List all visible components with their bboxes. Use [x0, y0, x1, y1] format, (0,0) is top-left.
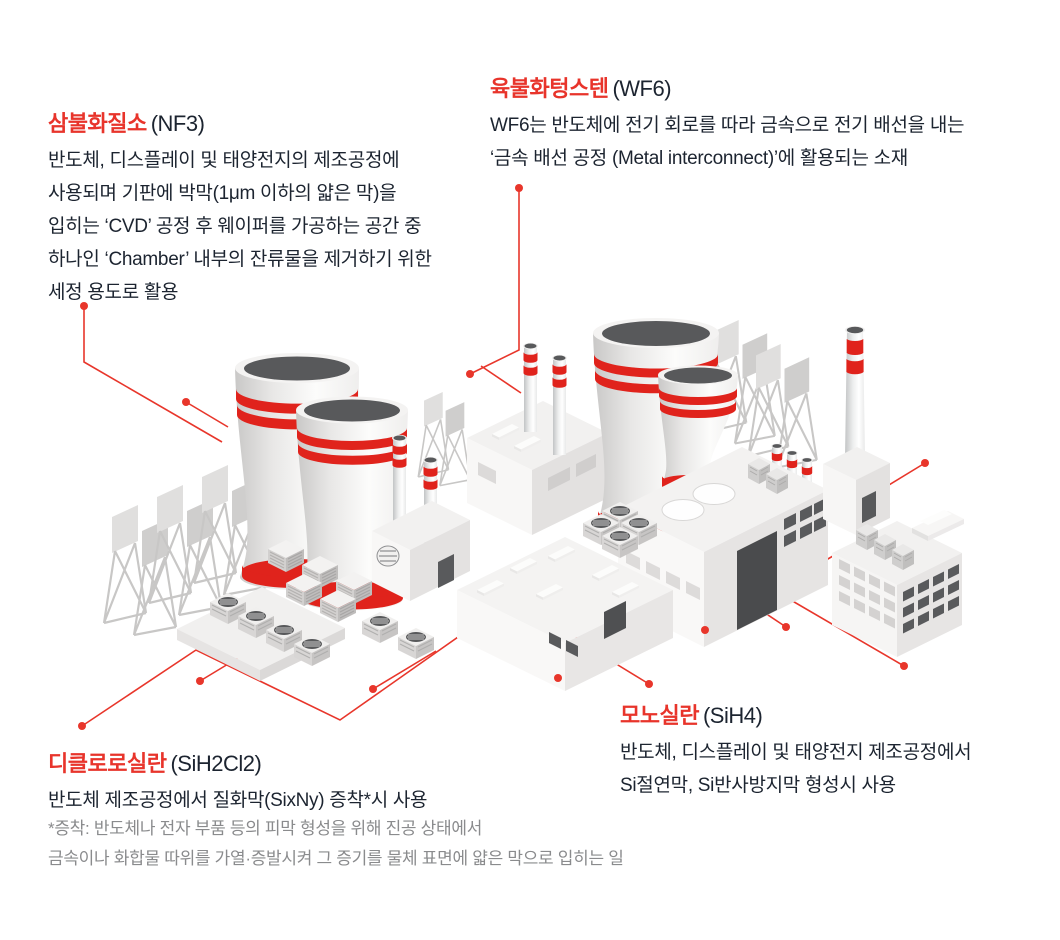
label-nf3-description: 반도체, 디스플레이 및 태양전지의 제조공정에 사용되며 기판에 박막(1μm…	[48, 150, 432, 303]
smokestack-building-icon	[823, 326, 890, 535]
label-sih2cl2-title: 디클로로실란(SiH2Cl2)	[48, 751, 262, 776]
label-sih4-description: 반도체, 디스플레이 및 태양전지 제조공정에서 Si절연막, Si반사방지막 …	[620, 742, 972, 796]
label-sih4-title: 모노실란(SiH4)	[620, 703, 763, 728]
label-wf6: 육불화텅스텐(WF6) WF6는 반도체에 전기 회로를 따라 금속으로 전기 …	[490, 71, 964, 175]
label-sih4: 모노실란(SiH4) 반도체, 디스플레이 및 태양전지 제조공정에서 Si절연…	[620, 698, 972, 802]
label-sih2cl2-description: 반도체 제조공정에서 질화막(SixNy) 증착*시 사용	[48, 790, 428, 811]
label-sih2cl2: 디클로로실란(SiH2Cl2) 반도체 제조공정에서 질화막(SixNy) 증착…	[48, 746, 428, 817]
chimney-house-icon	[372, 434, 470, 601]
leader-dots	[78, 184, 929, 730]
label-nf3: 삼불화질소(NF3) 반도체, 디스플레이 및 태양전지의 제조공정에 사용되며…	[48, 106, 432, 309]
footnote: *증착: 반도체나 전자 부품 등의 피막 형성을 위해 진공 상태에서 금속이…	[48, 819, 624, 868]
label-nf3-title: 삼불화질소(NF3)	[48, 111, 205, 136]
label-wf6-description: WF6는 반도체에 전기 회로를 따라 금속으로 전기 배선을 내는 ‘금속 배…	[490, 115, 965, 169]
warehouse-icon	[457, 537, 673, 691]
office-building-icon	[832, 510, 964, 657]
boiler-house-icon	[467, 342, 608, 535]
hvac-platform-icon	[177, 587, 345, 681]
factory-building-icon	[618, 443, 828, 647]
label-wf6-title: 육불화텅스텐(WF6)	[490, 76, 672, 101]
cooling-tower-icon	[658, 365, 738, 492]
